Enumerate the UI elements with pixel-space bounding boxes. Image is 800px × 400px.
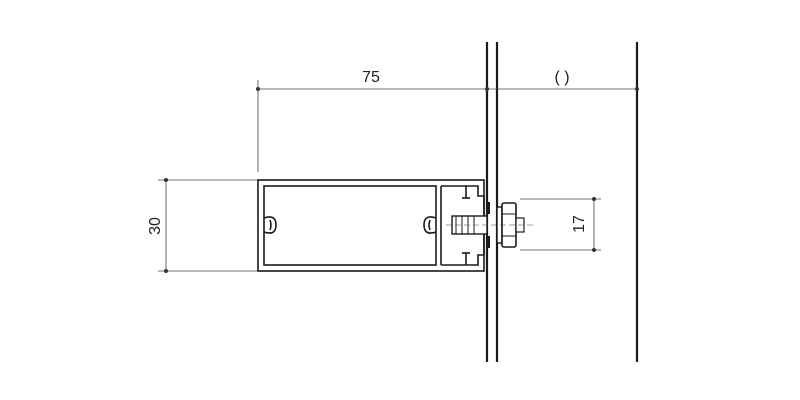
bolt-assembly xyxy=(446,202,534,248)
bolt-label: 17 xyxy=(571,215,588,233)
gap-label: ( ) xyxy=(554,69,569,86)
width-dimension: 75 ( ) xyxy=(256,69,639,172)
aluminium-profile xyxy=(257,179,485,272)
height-dimension: 30 xyxy=(147,178,258,273)
bolt-dimension: 17 xyxy=(520,197,601,252)
height-label: 30 xyxy=(147,217,164,235)
wall-panel xyxy=(485,42,639,362)
width-label: 75 xyxy=(362,69,380,86)
